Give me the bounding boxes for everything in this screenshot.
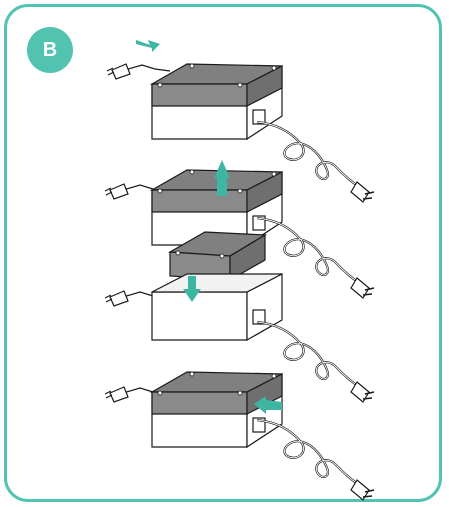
step-2-group: [104, 160, 376, 300]
step-3-group: [104, 231, 376, 404]
step-4-group: [104, 371, 376, 502]
instruction-frame: [4, 4, 442, 502]
step-1-group: [106, 40, 376, 204]
arrow-up-icon: [214, 160, 230, 188]
step-badge: B: [27, 27, 73, 73]
arrow-left-icon: [254, 396, 282, 414]
arrow-down-icon: [183, 289, 201, 302]
arrow-right-icon: [136, 40, 160, 52]
